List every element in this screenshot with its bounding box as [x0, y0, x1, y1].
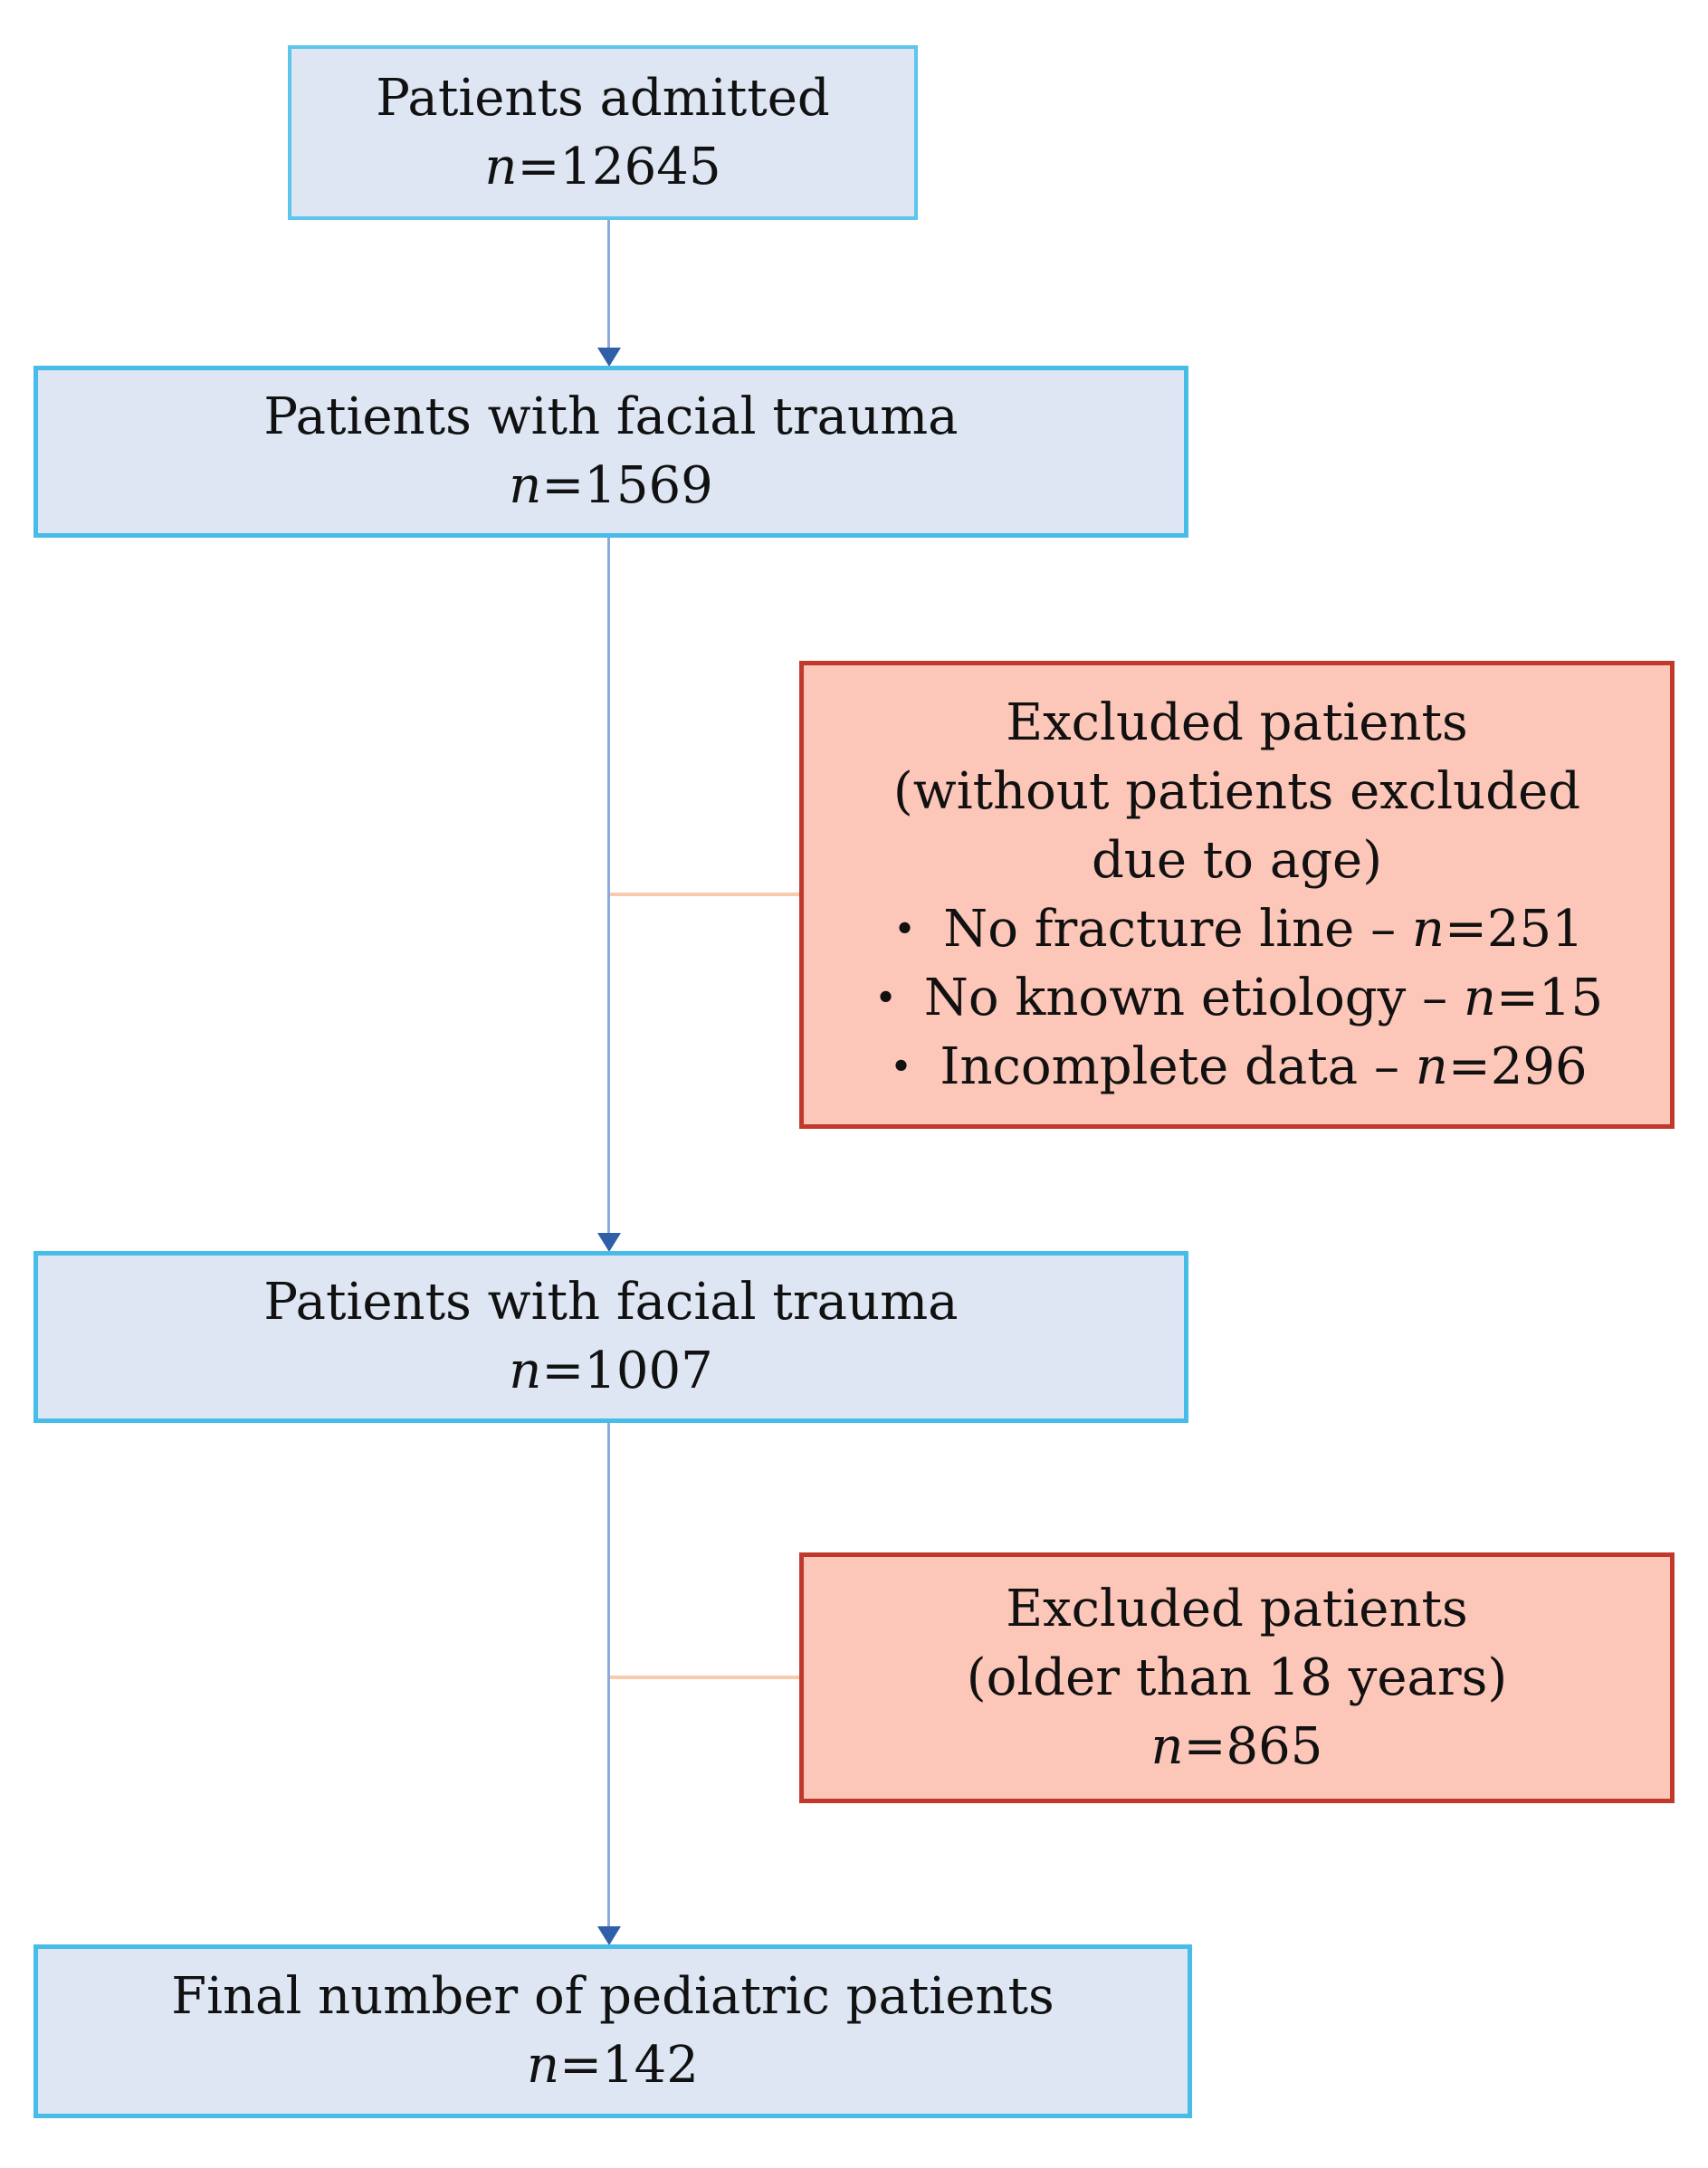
connector-line-1	[607, 220, 610, 349]
excluded-1-title-line-3: due to age)	[1091, 830, 1383, 890]
bullet-icon: •	[890, 1044, 913, 1089]
patients-admitted-count: n=12645	[484, 133, 720, 202]
facial-trauma-1-count: n=1569	[509, 452, 713, 521]
excluded-2-title-line-1: Excluded patients	[1006, 1579, 1468, 1638]
n-symbol: n	[1463, 968, 1496, 1027]
facial-trauma-box-2: Patients with facial trauma n=1007	[33, 1251, 1188, 1423]
final-count: n=142	[527, 2031, 699, 2100]
bullet-text: Incomplete data –	[940, 1036, 1416, 1096]
excluded-1-bullet-incomplete-data: • Incomplete data – n=296	[886, 1033, 1587, 1102]
n-number: =251	[1444, 899, 1584, 959]
patients-admitted-title: Patients admitted	[376, 68, 830, 128]
n-symbol: n	[1415, 1036, 1448, 1096]
final-count-box: Final number of pediatric patients n=142	[33, 1944, 1192, 2118]
final-count-title: Final number of pediatric patients	[171, 1967, 1054, 2026]
excluded-1-title-line-1: Excluded patients	[1006, 692, 1468, 752]
n-number: =1007	[541, 1342, 713, 1400]
connector-line-2	[607, 538, 610, 1235]
excluded-2-count: n=865	[1151, 1713, 1323, 1781]
n-number: =865	[1183, 1716, 1323, 1776]
n-number: =12645	[517, 137, 721, 196]
arrow-down-icon-1	[597, 348, 621, 367]
excluded-1-bullet-no-fracture-line: • No fracture line – n=251	[890, 895, 1584, 964]
n-symbol: n	[1411, 899, 1445, 959]
excluded-box-1: Excluded patients (without patients excl…	[799, 661, 1675, 1129]
exclusion-branch-line-1	[610, 893, 800, 896]
facial-trauma-2-title: Patients with facial trauma	[263, 1273, 959, 1332]
arrow-down-icon-3	[597, 1926, 621, 1945]
excluded-1-bullet-no-known-etiology: • No known etiology – n=15	[871, 964, 1603, 1033]
bullet-icon: •	[893, 906, 917, 951]
excluded-1-title-line-2: (without patients excluded	[892, 761, 1581, 821]
facial-trauma-2-count: n=1007	[509, 1337, 713, 1406]
bullet-text: No fracture line –	[943, 899, 1412, 959]
n-symbol: n	[509, 1342, 542, 1400]
excluded-2-title-line-2: (older than 18 years)	[966, 1647, 1508, 1707]
n-symbol: n	[484, 137, 518, 196]
connector-line-3	[607, 1423, 610, 1930]
patients-admitted-box: Patients admitted n=12645	[288, 45, 918, 220]
facial-trauma-1-title: Patients with facial trauma	[263, 387, 959, 446]
n-symbol: n	[527, 2036, 560, 2095]
n-symbol: n	[509, 456, 542, 515]
arrow-down-icon-2	[597, 1233, 621, 1252]
excluded-box-2: Excluded patients (older than 18 years) …	[799, 1552, 1675, 1803]
n-symbol: n	[1150, 1716, 1184, 1776]
n-number: =1569	[541, 456, 713, 515]
bullet-icon: •	[873, 975, 897, 1020]
n-number: =15	[1495, 968, 1604, 1027]
n-number: =296	[1447, 1036, 1588, 1096]
n-number: =142	[559, 2036, 699, 2095]
facial-trauma-box-1: Patients with facial trauma n=1569	[33, 366, 1188, 538]
bullet-text: No known etiology –	[923, 968, 1464, 1027]
exclusion-branch-line-2	[610, 1676, 800, 1679]
